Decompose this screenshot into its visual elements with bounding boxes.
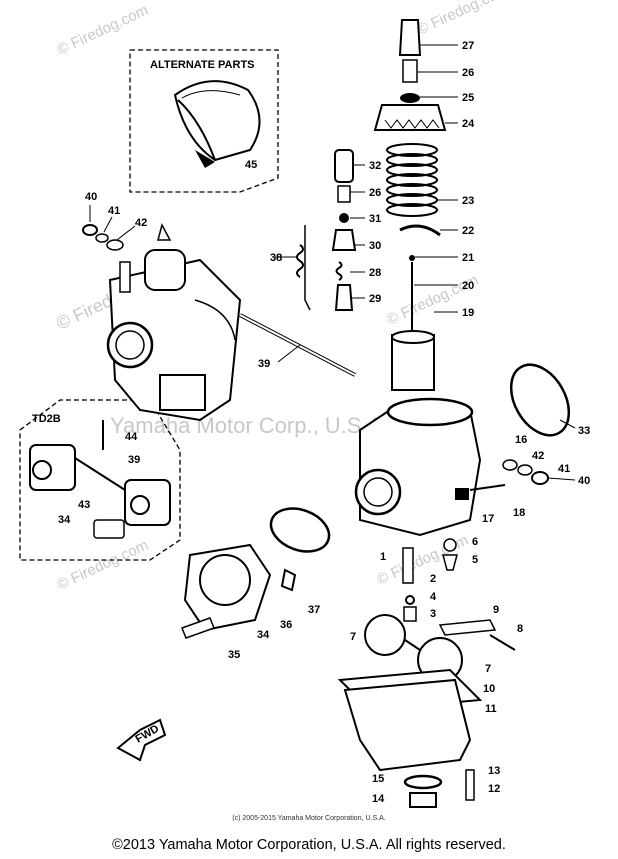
- left-carburetor-body: [106, 222, 242, 422]
- part-label: 24: [462, 118, 475, 130]
- part-label: 38: [270, 252, 282, 264]
- left-washers: [82, 224, 124, 251]
- part-label: 26: [462, 67, 474, 79]
- td2b-variant-box: TD2B: [19, 399, 181, 561]
- part-label: 29: [369, 293, 381, 305]
- part-label: 16: [515, 434, 527, 446]
- part-label: 14: [372, 793, 385, 805]
- part-label: 15: [372, 773, 384, 785]
- part-label: 39: [128, 454, 140, 466]
- footer-copyright: ©2013 Yamaha Motor Corporation, U.S.A. A…: [112, 837, 506, 853]
- watermark-6: © Firedog.com: [375, 532, 472, 589]
- part-label: 43: [78, 499, 90, 511]
- leader-lines: [89, 44, 576, 481]
- part-label: 22: [462, 225, 474, 237]
- jet-stack: [402, 538, 458, 622]
- part-label: 18: [513, 507, 525, 519]
- part-label: 44: [125, 431, 138, 443]
- part-label: 34: [58, 514, 71, 526]
- watermark-1: © Firedog.com: [55, 2, 152, 59]
- part-label: 11: [485, 703, 497, 715]
- watermark-2: © Firedog.com: [415, 0, 512, 39]
- throttle-cable-assembly: [239, 225, 356, 377]
- main-carburetor-body: [354, 397, 506, 537]
- part-label: 40: [85, 191, 97, 203]
- part-label: 20: [462, 280, 474, 292]
- part-label: 35: [228, 649, 240, 661]
- part-label: 33: [578, 425, 590, 437]
- top-cap-stack: [373, 19, 447, 391]
- part-label: 32: [369, 160, 381, 172]
- part-label: 41: [558, 463, 570, 475]
- alternate-parts-title: ALTERNATE PARTS: [150, 59, 255, 71]
- part-label: 41: [108, 205, 120, 217]
- part-label: 31: [369, 213, 381, 225]
- part-label: 25: [462, 92, 474, 104]
- part-label: 8: [517, 623, 523, 635]
- small-copyright: (c) 2005-2015 Yamaha Motor Corporation, …: [232, 815, 386, 822]
- float-bowl-group: [337, 614, 516, 808]
- air-funnel: [509, 363, 571, 437]
- part-label: 34: [257, 629, 270, 641]
- part-label: 36: [280, 619, 292, 631]
- part-label: 6: [472, 536, 478, 548]
- part-label: 39: [258, 358, 270, 370]
- right-washers: [502, 459, 549, 485]
- part-label: 26: [369, 187, 381, 199]
- part-label: 5: [472, 554, 478, 566]
- watermark-center: Yamaha Motor Corp., U.S.A.: [110, 413, 388, 438]
- part-label: 1: [380, 551, 386, 563]
- part-label: 17: [482, 513, 494, 525]
- part-label: 40: [578, 475, 590, 487]
- part-label: 28: [369, 267, 381, 279]
- part-number-labels: 1 2 3 4 5 6 7 7 8 9 10 11 12 13 14 15 16…: [58, 40, 590, 805]
- part-label: 21: [462, 252, 474, 264]
- td2b-title: TD2B: [32, 413, 61, 425]
- part-label: 13: [488, 765, 500, 777]
- part-label: 3: [430, 608, 436, 620]
- intake-manifold: [181, 507, 331, 639]
- part-label: 37: [308, 604, 320, 616]
- watermark-5: © Firedog.com: [55, 537, 152, 594]
- forward-arrow: FWD: [116, 718, 167, 762]
- part-label: 9: [493, 604, 499, 616]
- part-label: 10: [483, 683, 495, 695]
- part-label: 42: [135, 217, 147, 229]
- part-label: 7: [485, 663, 491, 675]
- part-label: 2: [430, 573, 436, 585]
- part-label: 30: [369, 240, 381, 252]
- part-label: 7: [350, 631, 356, 643]
- part-label: 12: [488, 783, 500, 795]
- part-label: 4: [430, 591, 437, 603]
- part-label: 19: [462, 307, 474, 319]
- part-label: 42: [532, 450, 544, 462]
- part-label: 23: [462, 195, 474, 207]
- alternate-parts-box: ALTERNATE PARTS: [129, 49, 279, 193]
- starter-plunger-stack: [331, 149, 357, 311]
- part-label: 27: [462, 40, 474, 52]
- part-label: 45: [245, 159, 257, 171]
